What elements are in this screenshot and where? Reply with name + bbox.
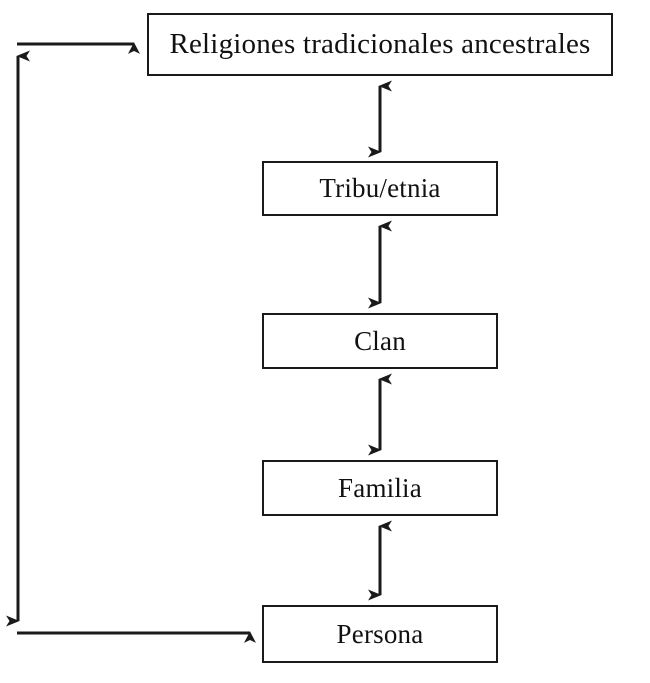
node-familia: Familia (262, 460, 498, 516)
node-label: Tribu/etnia (319, 173, 441, 203)
node-tribu-etnia: Tribu/etnia (262, 161, 498, 216)
node-religiones-tradicionales-ancestrales: Religiones tradicionales ancestrales (147, 13, 613, 76)
node-label: Religiones tradicionales ancestrales (169, 28, 591, 60)
node-label: Clan (354, 325, 406, 356)
node-clan: Clan (262, 313, 498, 369)
node-label: Familia (338, 472, 422, 503)
node-persona: Persona (262, 605, 498, 663)
node-label: Persona (336, 618, 424, 649)
